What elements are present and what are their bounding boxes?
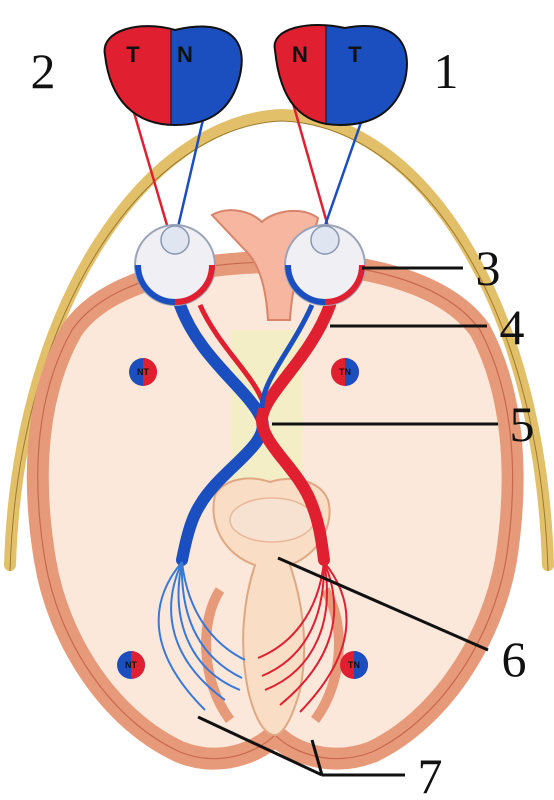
right-eye xyxy=(285,225,365,305)
mini-field-upper-left: NT xyxy=(129,358,157,386)
svg-text:TN: TN xyxy=(339,367,351,377)
visual-field-2: T N xyxy=(105,26,242,125)
svg-text:TN: TN xyxy=(348,660,360,670)
svg-text:NT: NT xyxy=(137,367,149,377)
label-2: 2 xyxy=(31,43,56,99)
mini-field-upper-right: TN xyxy=(331,358,359,386)
label-5: 5 xyxy=(510,396,535,452)
mini-field-lower-right: TN xyxy=(340,651,368,679)
left-eye xyxy=(135,225,215,305)
field-1-temporal-label: T xyxy=(348,42,362,67)
mini-field-lower-left: NT xyxy=(117,651,145,679)
field-2-nasal-label: N xyxy=(177,42,193,67)
field-1-nasal-label: N xyxy=(292,42,308,67)
field-2-temporal-label: T xyxy=(126,42,140,67)
label-7: 7 xyxy=(418,748,443,800)
svg-text:NT: NT xyxy=(125,660,137,670)
label-1: 1 xyxy=(434,43,459,99)
label-6: 6 xyxy=(502,631,527,687)
label-4: 4 xyxy=(500,299,525,355)
label-3: 3 xyxy=(476,240,501,296)
